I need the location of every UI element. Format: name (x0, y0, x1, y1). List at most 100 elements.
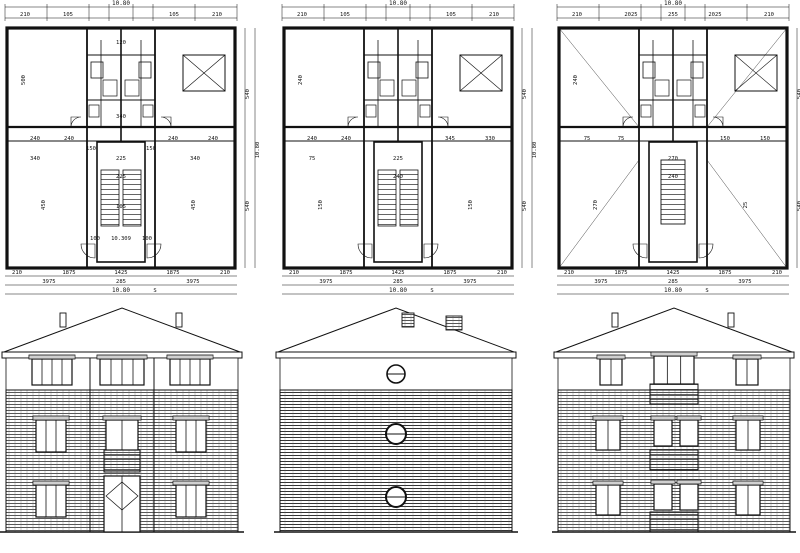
door-swing (622, 116, 634, 128)
dimension-bottom: 210 (772, 270, 782, 276)
window (679, 419, 699, 447)
room-dimension: 240 (307, 136, 317, 142)
room-dimension: 450 (41, 200, 47, 210)
dimension-top-segment: 210 (297, 12, 307, 18)
roof (555, 307, 793, 353)
room-dimension: 240 (393, 174, 403, 180)
dimension-overall-top: 10.80 (664, 0, 682, 7)
dimension-side: 540 (522, 201, 528, 211)
cabinet (676, 79, 692, 97)
window (35, 484, 67, 518)
room-dimension: 240 (30, 136, 40, 142)
bathtub (90, 61, 104, 79)
room-dimension: 345 (445, 136, 455, 142)
room-dimension: 340 (190, 156, 200, 162)
window-lintel (102, 415, 142, 421)
roof (3, 307, 241, 353)
dimension-top-segment: 210 (572, 12, 582, 18)
stair-core (648, 141, 698, 263)
dimension-top-segment: 210 (20, 12, 30, 18)
chimney (175, 312, 183, 328)
dimension-bottom: 1425 (391, 270, 404, 276)
window (35, 419, 67, 453)
dimension-top-segment: 2025 (624, 12, 637, 18)
cabinet (124, 79, 140, 97)
room-dimension: 25 (743, 202, 749, 209)
room-dimension: 150 (146, 146, 156, 152)
chimney (401, 312, 415, 328)
door-swing (146, 243, 162, 259)
roof-line (558, 27, 640, 128)
window (175, 419, 207, 453)
room-dimension: 340 (116, 114, 126, 120)
roof-line (706, 27, 788, 128)
balcony-railing (649, 383, 699, 405)
dimension-bottom: 3975 (42, 279, 55, 285)
roof-line (706, 159, 788, 269)
elevation-1-front-entrance (0, 307, 244, 533)
dimension-bottom: 210 (564, 270, 574, 276)
elevation-3-rear-balconies (552, 307, 796, 533)
window-lintel (650, 351, 698, 357)
dimension-bottom: 3975 (463, 279, 476, 285)
stair-core (96, 141, 146, 263)
dimension-bottom: 1875 (443, 270, 456, 276)
door-ornament (105, 481, 139, 511)
stair-flight-left (100, 169, 120, 227)
room-dimension: 240 (573, 75, 579, 85)
dimension-bottom: 1875 (166, 270, 179, 276)
room-dimension: 240 (341, 136, 351, 142)
dimension-top-segment: 210 (212, 12, 222, 18)
section-tag: S (153, 288, 156, 294)
bathtub (690, 61, 704, 79)
window-lintel (592, 480, 624, 486)
room-dimension: 150 (86, 146, 96, 152)
chimney (727, 312, 735, 328)
dimension-overall-top: 10.80 (389, 0, 407, 7)
kitchen-diagonal (182, 54, 226, 92)
window (175, 484, 207, 518)
eave (275, 351, 517, 359)
dimension-side-overall: 10.80 (255, 142, 261, 159)
dimension-bottom: 285 (393, 279, 403, 285)
dimension-bottom: 3975 (186, 279, 199, 285)
room-dimension: 10.309 (111, 236, 131, 242)
room-dimension: 450 (191, 200, 197, 210)
bathtub (415, 61, 429, 79)
dimension-side: 540 (522, 89, 528, 99)
room-dimension: 105 (116, 204, 126, 210)
bathtub (367, 61, 381, 79)
dimension-top-segment: 210 (489, 12, 499, 18)
room-dimension: 150 (318, 200, 324, 210)
door-swing (423, 243, 439, 259)
dimension-bottom: 1875 (614, 270, 627, 276)
dimension-top-segment: 105 (63, 12, 73, 18)
dimension-bottom: 210 (220, 270, 230, 276)
dimension-bottom: 1875 (339, 270, 352, 276)
dimension-bottom: 3975 (738, 279, 751, 285)
door-swing (70, 116, 82, 128)
window-lintel (732, 415, 764, 421)
bathtub (642, 61, 656, 79)
stair-dimension: 225 (116, 156, 126, 162)
bathtub (138, 61, 152, 79)
window-lintel (28, 354, 76, 360)
stair-flight-right (122, 169, 142, 227)
dimension-overall-top: 10.80 (112, 0, 130, 7)
window (679, 483, 699, 511)
section-tag: S (430, 288, 433, 294)
chimney (445, 315, 463, 331)
dimension-bottom: 1875 (62, 270, 75, 276)
dimension-overall-bottom: 10.80 (112, 287, 130, 294)
section-tag: S (705, 288, 708, 294)
room-dimension: 150 (468, 200, 474, 210)
room-dimension: 270 (593, 200, 599, 210)
room-dimension: 240 (668, 174, 678, 180)
door-swing (347, 116, 359, 128)
